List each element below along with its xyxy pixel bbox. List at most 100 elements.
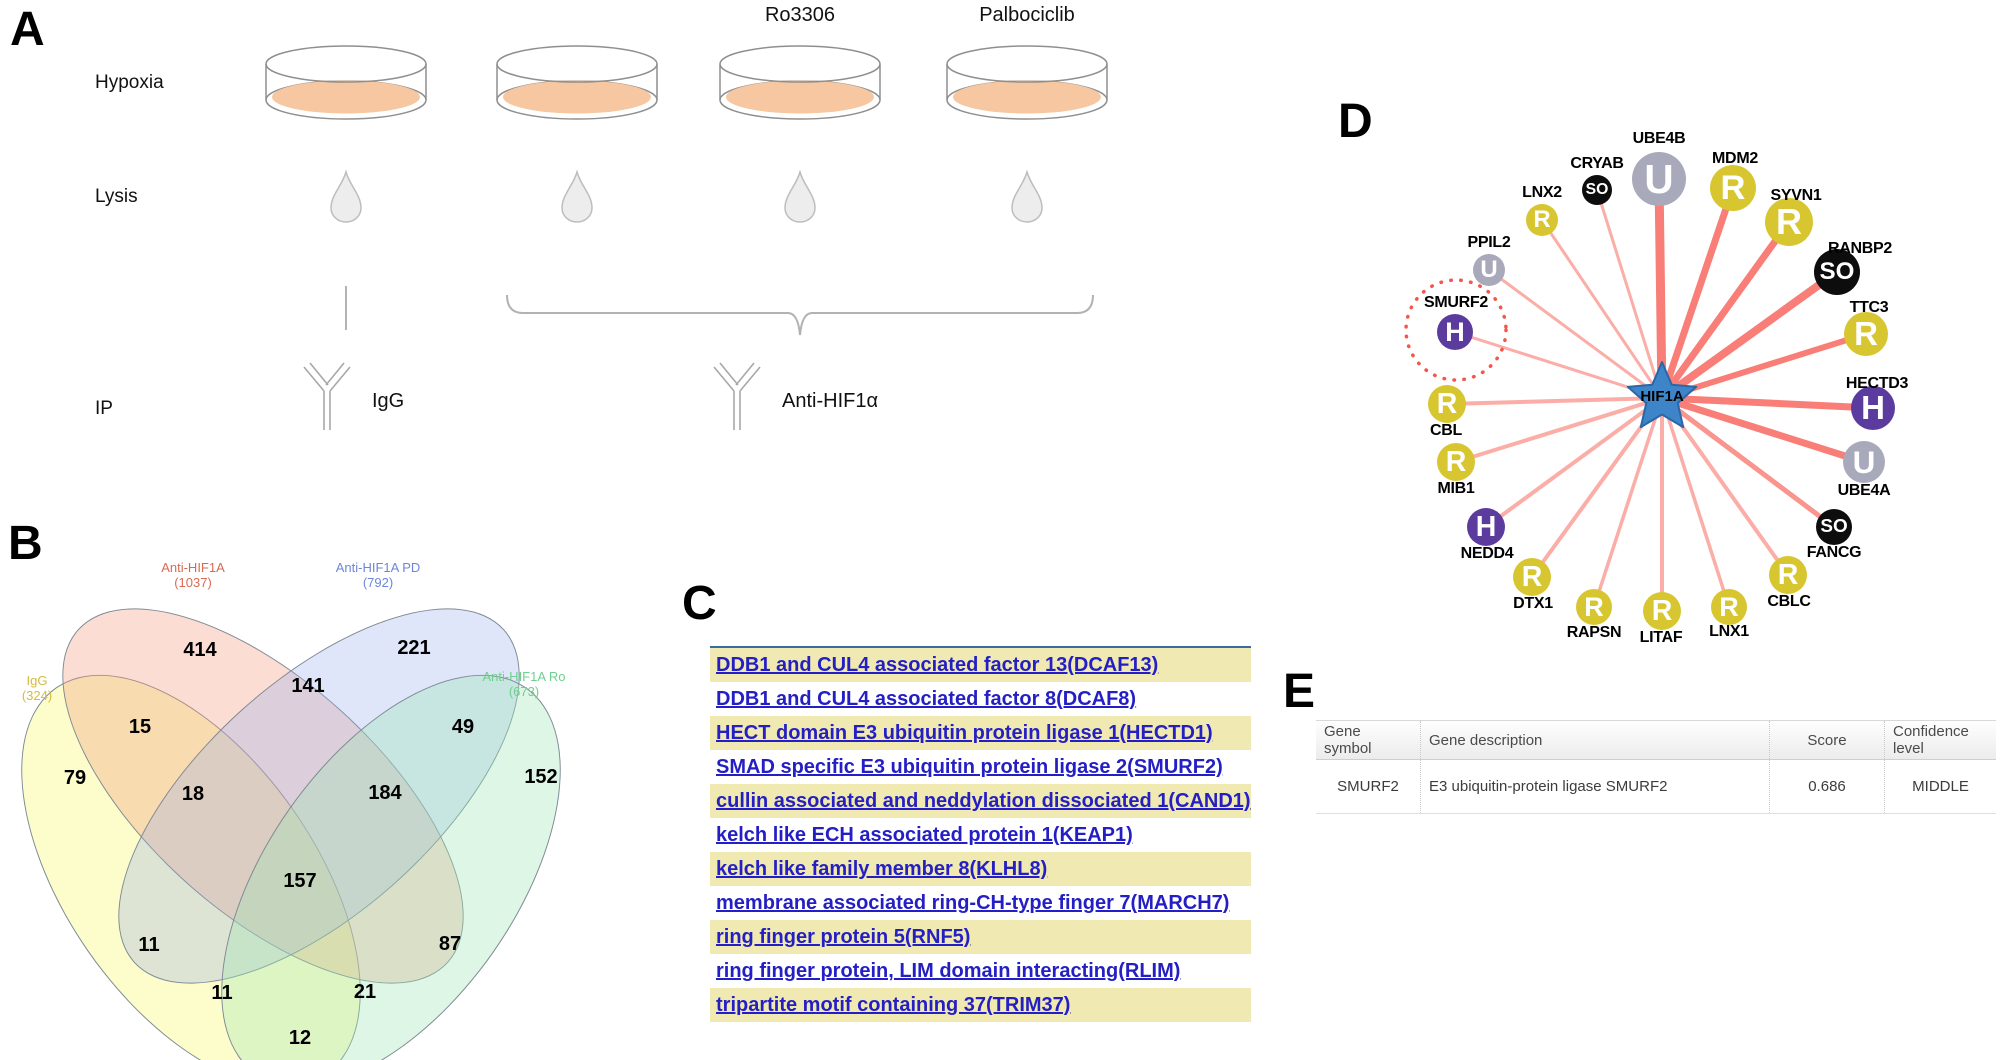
table-cell: SMURF2	[1337, 778, 1399, 795]
network-node-label: PPIL2	[1467, 234, 1511, 251]
hypoxia-label: Hypoxia	[95, 72, 164, 93]
venn-region-count: 414	[183, 639, 217, 661]
venn-region-count: 12	[288, 1027, 312, 1049]
gene-link[interactable]: HECT domain E3 ubiquitin protein ligase …	[716, 722, 1213, 744]
network-node-label: TTC3	[1849, 299, 1889, 316]
venn-set-count: (792)	[362, 575, 394, 590]
gene-list-row: DDB1 and CUL4 associated factor 8(DCAF8)	[710, 682, 1251, 716]
venn-region-count: 11	[138, 934, 160, 956]
petri-dish-icon	[719, 45, 881, 120]
gene-list-row: kelch like family member 8(KLHL8)	[710, 852, 1251, 886]
venn-region-count: 221	[397, 637, 431, 659]
network-node-cbl: R	[1428, 385, 1466, 423]
gene-link[interactable]: kelch like family member 8(KLHL8)	[716, 858, 1048, 880]
table-cell: MIDDLE	[1884, 760, 1996, 813]
treatment-label-3: Ro3306	[764, 4, 836, 26]
gene-list-row: HECT domain E3 ubiquitin protein ligase …	[710, 716, 1251, 750]
gene-link[interactable]: DDB1 and CUL4 associated factor 13(DCAF1…	[716, 654, 1159, 676]
network-node-label: SYVN1	[1770, 187, 1822, 204]
panel-b-label: B	[8, 517, 43, 570]
network-node-lnx2: R	[1526, 204, 1558, 236]
panel-e-label: E	[1283, 665, 1316, 718]
network-node-mdm2: R	[1710, 165, 1756, 211]
treatment-label-4: Palbociclib	[979, 4, 1075, 26]
network-node-label: FANCG	[1806, 544, 1862, 561]
venn-set-name: Anti-HIF1A	[161, 560, 225, 575]
venn-set-count: (1037)	[174, 575, 212, 590]
network-node-label: LNX1	[1709, 623, 1749, 640]
gene-list-row: ring finger protein 5(RNF5)	[710, 920, 1251, 954]
gene-link[interactable]: tripartite motif containing 37(TRIM37)	[716, 994, 1071, 1016]
igg-branch-line	[345, 286, 347, 330]
table-cell: 0.686	[1769, 760, 1884, 813]
venn-set-count: (673)	[508, 684, 540, 699]
venn-region-count: 49	[451, 716, 475, 738]
gene-list-row: SMAD specific E3 ubiquitin protein ligas…	[710, 750, 1251, 784]
gene-list-row: membrane associated ring-CH-type finger …	[710, 886, 1251, 920]
lysis-drop-icon	[330, 170, 362, 223]
network-node-lnx1: R	[1711, 589, 1747, 625]
gene-link[interactable]: ring finger protein, LIM domain interact…	[716, 960, 1181, 982]
venn-set-label: Anti-HIF1A PD(792)	[298, 560, 458, 590]
gene-list-row: DDB1 and CUL4 associated factor 13(DCAF1…	[710, 648, 1251, 682]
network-node-label: UBE4B	[1632, 130, 1686, 147]
network-node-litaf: R	[1643, 592, 1681, 630]
venn-region-count: 87	[438, 933, 462, 955]
petri-dish-icon	[946, 45, 1108, 120]
anti-hif1a-antibody-icon	[713, 362, 761, 430]
lysis-drop-icon	[1011, 170, 1043, 223]
gene-list-row: cullin associated and neddylation dissoc…	[710, 784, 1251, 818]
network-node-ppil2: U	[1473, 254, 1505, 286]
network-node-ube4b: U	[1632, 152, 1686, 206]
network-node-nedd4: H	[1467, 508, 1505, 546]
igg-antibody-label: IgG	[372, 390, 405, 412]
network-node-label: CBLC	[1767, 593, 1811, 610]
network-node-smurf2: H	[1437, 314, 1473, 350]
venn-set-name: IgG	[26, 673, 48, 688]
network-node-label: RANBP2	[1828, 240, 1892, 257]
gene-list-row: ring finger protein, LIM domain interact…	[710, 954, 1251, 988]
network-node-label: MDM2	[1712, 150, 1758, 167]
venn-set-name: Anti-HIF1A Ro	[482, 669, 566, 684]
network-node-label: RAPSN	[1566, 624, 1622, 641]
network-node-syvn1: R	[1765, 198, 1813, 246]
gene-list-row: kelch like ECH associated protein 1(KEAP…	[710, 818, 1251, 852]
network-node-fancg: SO	[1816, 509, 1852, 545]
panel-d-label: D	[1338, 95, 1373, 148]
venn-set-label: IgG(324)	[0, 673, 117, 703]
igg-antibody-icon	[303, 362, 351, 430]
venn-region-count: 152	[524, 766, 558, 788]
network-node-ube4a: U	[1843, 441, 1885, 483]
petri-dish-icon	[265, 45, 427, 120]
venn-region-count: 21	[353, 981, 377, 1003]
gene-link[interactable]: membrane associated ring-CH-type finger …	[716, 892, 1230, 914]
gene-link[interactable]: SMAD specific E3 ubiquitin protein ligas…	[716, 756, 1223, 778]
network-node-mib1: R	[1437, 443, 1475, 481]
network-node-label: LNX2	[1522, 184, 1562, 201]
network-node-label: MIB1	[1437, 480, 1475, 497]
panel-a-label: A	[10, 3, 45, 56]
table-header-cell: Score	[1769, 721, 1884, 759]
network-node-dtx1: R	[1513, 558, 1551, 596]
venn-region-count: 79	[63, 767, 87, 789]
network-node-rapsn: R	[1576, 589, 1612, 625]
venn-set-label: Anti-HIF1A(1037)	[113, 560, 273, 590]
network-node-label: DTX1	[1513, 595, 1553, 612]
gene-link[interactable]: cullin associated and neddylation dissoc…	[716, 790, 1251, 812]
network-node-cblc: R	[1769, 556, 1807, 594]
gene-link[interactable]: DDB1 and CUL4 associated factor 8(DCAF8)	[716, 688, 1137, 710]
gene-link[interactable]: kelch like ECH associated protein 1(KEAP…	[716, 824, 1133, 846]
gene-list: DDB1 and CUL4 associated factor 13(DCAF1…	[710, 646, 1251, 1022]
venn-region-count: 157	[283, 870, 317, 892]
gene-link[interactable]: ring finger protein 5(RNF5)	[716, 926, 971, 948]
network-node-label: HECTD3	[1845, 375, 1909, 392]
network-node-label: CRYAB	[1570, 155, 1624, 172]
venn-set-count: (324)	[21, 688, 53, 703]
venn-region-count: 141	[291, 675, 325, 697]
venn-set-name: Anti-HIF1A PD	[335, 560, 421, 575]
panel-c-label: C	[682, 577, 717, 630]
